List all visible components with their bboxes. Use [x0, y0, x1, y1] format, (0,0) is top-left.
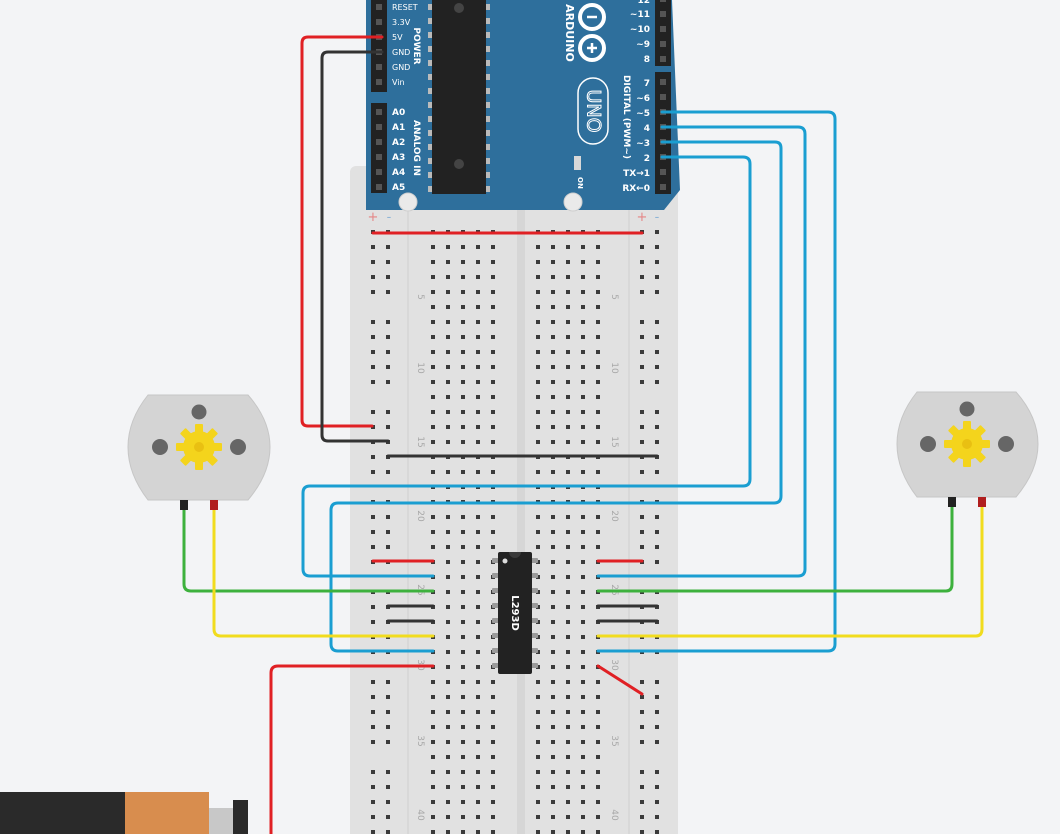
- battery[interactable]: [0, 792, 248, 834]
- analog-header-label: ANALOG IN: [411, 120, 421, 176]
- arduino-model-label: UNO: [583, 89, 605, 132]
- wire-gnd-black[interactable]: [320, 50, 390, 443]
- chip-label: L293D: [509, 595, 520, 631]
- arduino-uno-board[interactable]: RESET 3.3V 5V GND GND Vin POWER A0 A1 A2…: [366, 0, 680, 212]
- pin-label-d4: 4: [644, 124, 650, 134]
- wire-battery-red[interactable]: [269, 664, 435, 834]
- pin-label-d11: ~11: [630, 10, 650, 20]
- rail-minus-right: -: [655, 210, 660, 225]
- wire-pin2-blue[interactable]: [301, 155, 752, 578]
- wire-left-motor-green[interactable]: [182, 505, 435, 593]
- pin-label-a4: A4: [392, 168, 405, 178]
- row-number-left-20: 20: [415, 510, 425, 522]
- pin-label-d1: TX→1: [623, 169, 650, 179]
- pin-label-vin: Vin: [392, 78, 405, 87]
- row-number-right-20: 20: [609, 510, 619, 522]
- row-number-left-35: 35: [415, 735, 425, 746]
- pin-label-d2: 2: [644, 154, 650, 164]
- rail-minus-left: -: [387, 210, 392, 225]
- gear-icon: [176, 424, 222, 470]
- wires: [182, 35, 984, 834]
- wire-right-motor-yellow[interactable]: [596, 505, 984, 638]
- pin-label-d6: ~6: [636, 94, 650, 104]
- mounting-hole-left: [398, 192, 418, 212]
- dc-motor-left[interactable]: [127, 394, 271, 510]
- gear-icon: [944, 421, 990, 467]
- row-number-right-10: 10: [609, 362, 619, 374]
- row-number-right-35: 35: [609, 735, 619, 746]
- pin-label-d12: 12: [637, 0, 650, 6]
- pin-label-d8: 8: [644, 55, 650, 65]
- row-number-right-15: 15: [609, 436, 619, 447]
- row-number-right-40: 40: [609, 809, 619, 821]
- rail-plus-right: +: [637, 210, 648, 225]
- pin-label-a5: A5: [392, 183, 405, 193]
- pin-label-a1: A1: [392, 123, 405, 133]
- arduino-logo-icon: [578, 3, 606, 62]
- pin-label-d5: ~5: [636, 109, 650, 119]
- row-number-left-40: 40: [415, 809, 425, 821]
- wire-5v-red[interactable]: [300, 35, 384, 428]
- pin-label-gnd-2: GND: [392, 63, 410, 72]
- pin-label-d0: RX←0: [622, 184, 650, 194]
- l293d-chip[interactable]: L293D: [492, 552, 538, 674]
- pin-label-3v3: 3.3V: [392, 18, 411, 27]
- pin-label-d10: ~10: [630, 25, 650, 35]
- pin-label-d3: ~3: [636, 139, 650, 149]
- digital-header-label: DIGITAL (PWM~): [621, 75, 631, 159]
- on-label: ON: [576, 177, 584, 189]
- on-led-indicator: [574, 156, 581, 170]
- pin-label-d7: 7: [644, 79, 650, 89]
- row-number-right-5: 5: [609, 294, 619, 300]
- row-number-left-10: 10: [415, 362, 425, 374]
- mounting-hole-right: [563, 192, 583, 212]
- wire-chip-enable-red[interactable]: [596, 664, 644, 696]
- pin-label-a0: A0: [392, 108, 405, 118]
- dc-motor-right[interactable]: [896, 391, 1039, 507]
- breadboard[interactable]: 5 10 15 20 25 30 35 40 5 10 15 20 25 30 …: [350, 166, 678, 834]
- pin-label-reset: RESET: [392, 3, 418, 12]
- wire-pin4-blue[interactable]: [596, 125, 807, 578]
- wire-left-motor-yellow[interactable]: [212, 505, 435, 638]
- breadboard-row-numbers: 5 10 15 20 25 30 35 40 5 10 15 20 25 30 …: [415, 294, 619, 821]
- arduino-brand-label: ARDUINO: [563, 4, 576, 62]
- rail-plus-left: +: [368, 210, 379, 225]
- pin-label-a2: A2: [392, 138, 405, 148]
- pin-label-a3: A3: [392, 153, 405, 163]
- wire-pin3-blue[interactable]: [329, 140, 783, 653]
- row-number-left-15: 15: [415, 436, 425, 447]
- power-header-label: POWER: [411, 27, 421, 64]
- row-number-right-30: 30: [609, 659, 619, 671]
- pin-label-5v: 5V: [392, 33, 403, 42]
- pin-label-gnd-1: GND: [392, 48, 410, 57]
- pin-label-d9: ~9: [636, 40, 650, 50]
- row-number-left-5: 5: [415, 294, 425, 300]
- wire-right-motor-green[interactable]: [596, 505, 954, 593]
- wire-pin5-blue[interactable]: [596, 110, 837, 653]
